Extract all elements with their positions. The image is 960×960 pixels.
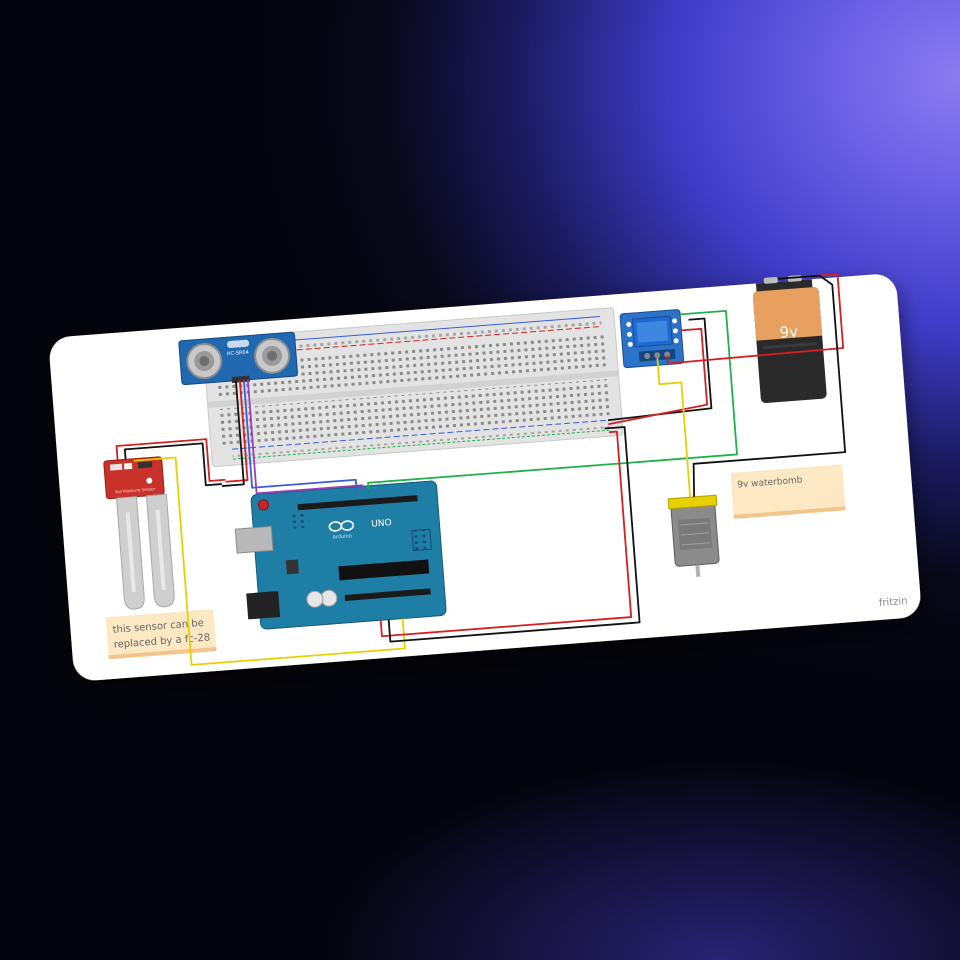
arduino-uno-board[interactable]: UNO Arduino bbox=[233, 480, 447, 631]
dc-motor-pump[interactable] bbox=[667, 494, 722, 578]
wire-green-relay[interactable] bbox=[357, 309, 738, 489]
wire-blue[interactable] bbox=[242, 372, 358, 498]
wire-black-ultrasonic[interactable] bbox=[214, 380, 245, 487]
arduino-model-label: UNO bbox=[371, 518, 392, 530]
arduino-logo-icon bbox=[328, 520, 355, 532]
wire-black-power[interactable] bbox=[375, 426, 641, 643]
wire-black-battery[interactable] bbox=[678, 274, 848, 497]
wire-black-sensor[interactable] bbox=[123, 442, 222, 491]
wires bbox=[115, 273, 848, 668]
soil-moisture-sensor[interactable]: Soil Moisture Sensor bbox=[103, 456, 175, 610]
wire-yellow-sensor[interactable] bbox=[133, 441, 406, 668]
pump-note[interactable]: 9v waterbomb bbox=[730, 464, 846, 519]
wire-purple[interactable] bbox=[246, 372, 364, 498]
fritzing-watermark: fritzin bbox=[878, 596, 907, 609]
battery-9v[interactable]: 9v bbox=[752, 274, 827, 404]
battery-voltage-label: 9v bbox=[779, 322, 799, 341]
breadboard[interactable] bbox=[202, 307, 624, 468]
moisture-sensor-label: Soil Moisture Sensor bbox=[115, 486, 156, 494]
arduino-brand-label: Arduino bbox=[332, 533, 352, 540]
wire-red-sensor[interactable] bbox=[115, 438, 226, 488]
ultrasonic-label: HC-SR04 bbox=[227, 350, 249, 358]
ultrasonic-sensor[interactable]: HC-SR04 bbox=[178, 331, 298, 387]
wire-red-power[interactable] bbox=[368, 430, 633, 638]
wire-red-battery[interactable] bbox=[662, 273, 845, 365]
sensor-replacement-note[interactable]: this sensor can be replaced by a fc-28 bbox=[105, 609, 217, 660]
wire-yellow-motor[interactable] bbox=[656, 357, 692, 499]
wire-red-ultrasonic[interactable] bbox=[218, 380, 249, 483]
relay-module[interactable] bbox=[619, 309, 685, 369]
wire-red-relay[interactable] bbox=[602, 327, 709, 426]
